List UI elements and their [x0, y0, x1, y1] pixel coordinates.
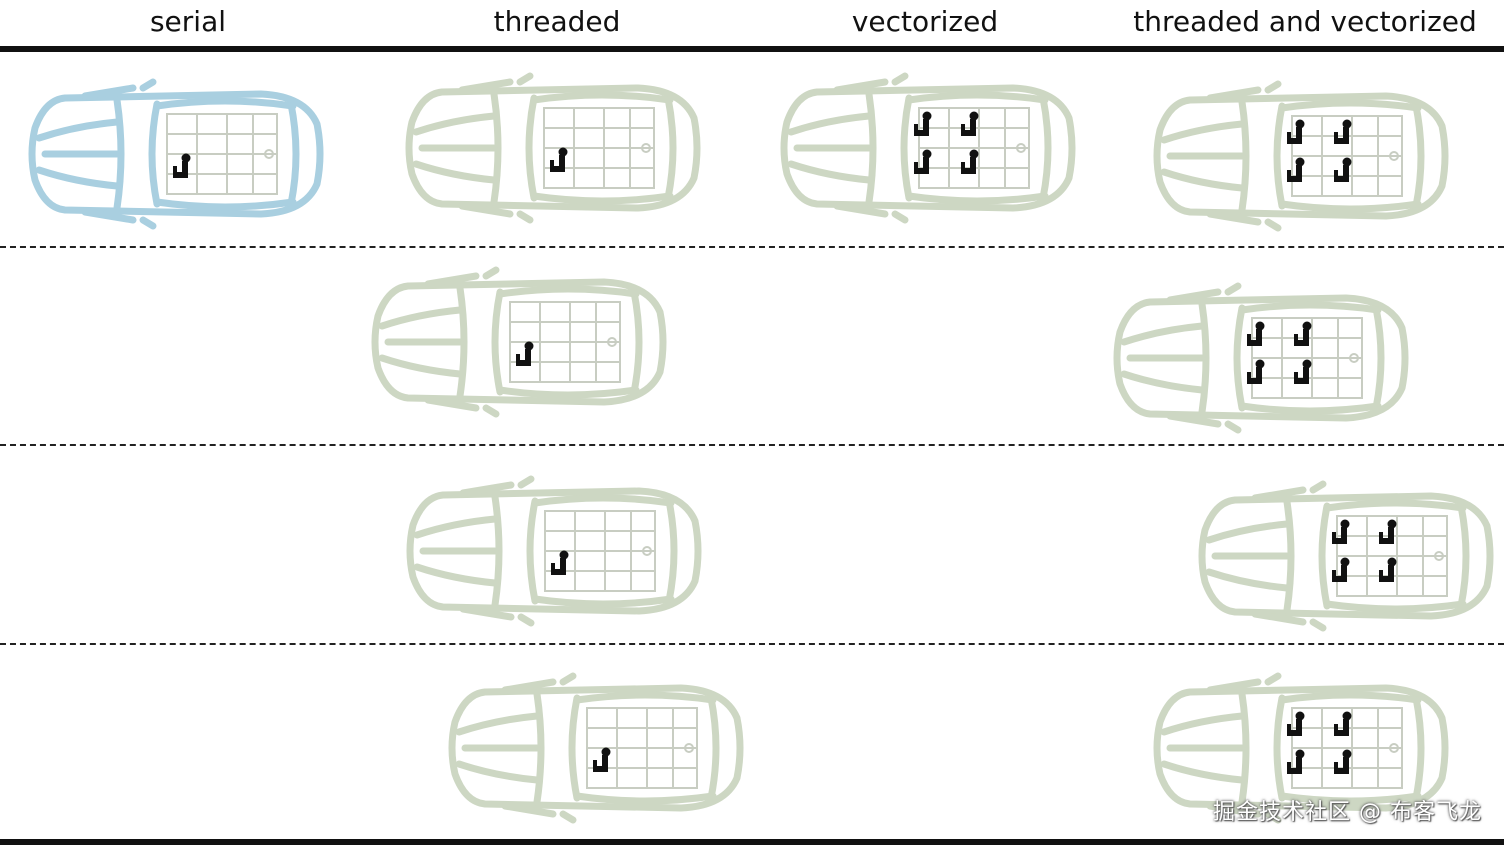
seated-passenger-icon	[1334, 749, 1352, 774]
car-top-view-icon	[405, 72, 701, 224]
car-row1-vectorized	[777, 72, 1077, 224]
seated-passenger-icon	[593, 747, 611, 772]
seated-passenger-icon	[961, 111, 979, 136]
seated-passenger-icon	[1247, 359, 1265, 384]
seated-passenger-icon	[1332, 557, 1350, 582]
seated-passenger-icon	[1294, 321, 1312, 346]
car-row4-threaded-and-vectorized	[1150, 672, 1450, 824]
car-top-view-icon	[371, 266, 667, 418]
seated-passenger-icon	[1287, 711, 1305, 736]
car-top-view-icon	[780, 72, 1076, 224]
seated-passenger-icon	[1287, 749, 1305, 774]
bottom-rule	[0, 839, 1504, 845]
car-top-view-icon	[1153, 80, 1449, 232]
car-row2-threaded-and-vectorized	[1110, 282, 1410, 434]
seated-passenger-icon	[1287, 157, 1305, 182]
seated-passenger-icon	[914, 149, 932, 174]
seated-passenger-icon	[1379, 519, 1397, 544]
seated-passenger-icon	[1334, 119, 1352, 144]
car-top-view-icon	[1198, 480, 1494, 632]
column-header-threaded: threaded	[493, 5, 621, 38]
seated-passenger-icon	[1247, 321, 1265, 346]
seated-passenger-icon	[1334, 157, 1352, 182]
seated-passenger-icon	[516, 341, 534, 366]
seated-passenger-icon	[1334, 711, 1352, 736]
seated-passenger-icon	[551, 550, 569, 575]
car-top-view-icon	[406, 475, 702, 627]
row-divider	[0, 444, 1504, 446]
seated-passenger-icon	[550, 147, 568, 172]
seated-passenger-icon	[914, 111, 932, 136]
seated-passenger-icon	[1287, 119, 1305, 144]
car-row3-threaded-and-vectorized	[1195, 480, 1495, 632]
row-divider	[0, 246, 1504, 248]
seated-passenger-icon	[961, 149, 979, 174]
car-row2-threaded	[368, 266, 668, 418]
car-top-view-icon	[1153, 672, 1449, 824]
car-row1-threaded	[402, 72, 702, 224]
car-row4-threaded	[445, 672, 745, 824]
car-row3-threaded	[403, 475, 703, 627]
seated-passenger-icon	[1332, 519, 1350, 544]
column-header-threaded-and-vectorized: threaded and vectorized	[1133, 5, 1477, 38]
seated-passenger-icon	[1294, 359, 1312, 384]
car-row1-threaded-and-vectorized	[1150, 80, 1450, 232]
column-header-serial: serial	[149, 5, 227, 38]
header-rule	[0, 46, 1504, 52]
car-top-view-icon	[28, 78, 324, 230]
row-divider	[0, 643, 1504, 645]
column-header-vectorized: vectorized	[851, 5, 999, 38]
car-top-view-icon	[1113, 282, 1409, 434]
car-row1-serial	[25, 78, 325, 230]
watermark: 掘金技术社区 @ 布客飞龙	[1213, 800, 1482, 825]
car-top-view-icon	[448, 672, 744, 824]
seated-passenger-icon	[1379, 557, 1397, 582]
seated-passenger-icon	[173, 153, 191, 178]
